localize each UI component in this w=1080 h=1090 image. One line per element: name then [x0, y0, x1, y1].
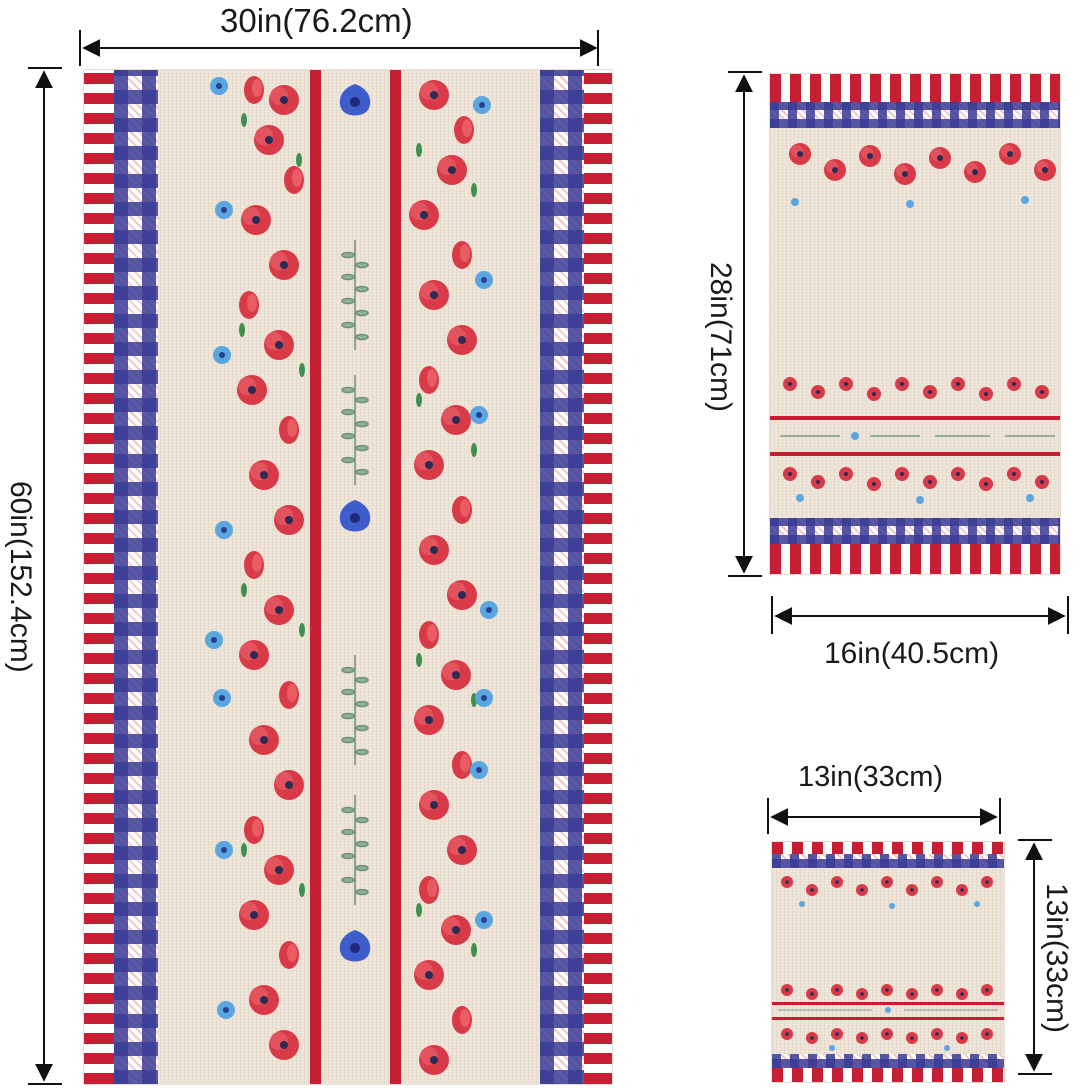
- medium-towel-band-1: [770, 416, 1060, 420]
- large-bath-towel: [84, 70, 612, 1084]
- small-towel-top-gingham-border: [772, 854, 1004, 868]
- poppy-icon: [783, 143, 1056, 491]
- medium-towel-bottom-gingham-border: [770, 518, 1060, 544]
- large-towel-floral-pattern: [205, 76, 498, 1075]
- medium-towel-bottom-stripe-border: [770, 544, 1060, 574]
- small-washcloth: [772, 842, 1004, 1082]
- cornflower-icon: [791, 196, 1034, 504]
- medium-towel-floral-pattern: [780, 143, 1056, 504]
- leaf-icon: [239, 113, 477, 957]
- small-towel-floral-pattern: [778, 876, 998, 1051]
- medium-towel-band-2: [770, 452, 1060, 456]
- large-towel-width-label: 30in(76.2cm): [220, 2, 413, 39]
- medium-hand-towel: [770, 74, 1060, 574]
- small-towel-top-stripe-border: [772, 842, 1004, 854]
- cornflower-icon: [799, 901, 980, 1051]
- small-towel-band-1: [772, 1002, 1004, 1005]
- small-towel-bottom-stripe-border: [772, 1068, 1004, 1082]
- poppy-icon: [237, 76, 304, 1060]
- sprig-icon: [341, 239, 369, 906]
- large-towel-left-gingham-border: [114, 70, 158, 1084]
- medium-towel-width-label: 16in(40.5cm): [824, 637, 1000, 670]
- large-towel-right-gingham-border: [540, 70, 584, 1084]
- medium-towel-top-gingham-border: [770, 102, 1060, 128]
- large-towel-right-stripe-border: [584, 70, 612, 1084]
- medium-towel-top-stripe-border: [770, 74, 1060, 102]
- large-towel-left-stripe-border: [84, 70, 114, 1084]
- large-towel-center-band-right: [390, 70, 401, 1084]
- small-towel-width-label: 13in(33cm): [798, 761, 944, 793]
- large-towel-center-band-left: [310, 70, 321, 1084]
- poppy-icon: [781, 876, 993, 1044]
- poppy-icon: [409, 80, 477, 1075]
- small-towel-band-2: [772, 1017, 1004, 1020]
- small-towel-bottom-gingham-border: [772, 1054, 1004, 1068]
